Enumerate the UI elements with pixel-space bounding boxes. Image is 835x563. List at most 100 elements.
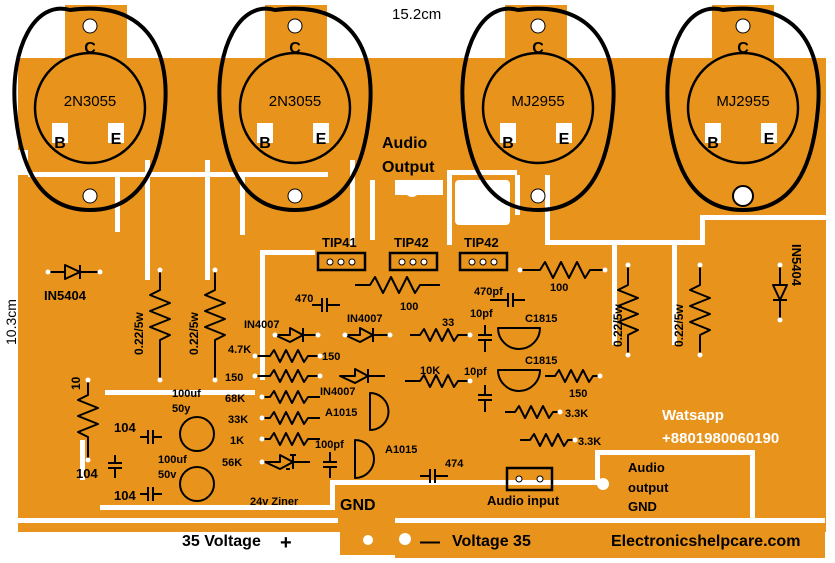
resistor-label-470: 470 bbox=[295, 293, 313, 305]
cap-label-100uf-b: 100uf bbox=[158, 454, 187, 466]
mount-hole bbox=[735, 18, 751, 34]
driver-label: TIP42 bbox=[394, 235, 429, 250]
capacitor-474 bbox=[420, 469, 448, 483]
resistor-150-a bbox=[255, 349, 320, 363]
resistor-zigzag bbox=[355, 276, 440, 294]
emitter-resistors bbox=[77, 261, 711, 460]
resistor-label-33: 33 bbox=[442, 317, 454, 329]
power-transistor-q2: C 2N3055 B E bbox=[217, 6, 373, 213]
capacitor-10pf-b bbox=[478, 385, 492, 412]
resistor-label-150b: 150 bbox=[225, 372, 243, 384]
cap-label-104a: 104 bbox=[114, 420, 136, 435]
pad-base bbox=[500, 123, 516, 143]
capacitor-470-a bbox=[312, 298, 340, 312]
cap-label-10pf-a: 10pf bbox=[470, 308, 493, 320]
small-transistors bbox=[354, 327, 541, 479]
pad-base bbox=[257, 123, 273, 143]
pad-base bbox=[52, 123, 68, 143]
emitter-label: E bbox=[316, 131, 327, 148]
collector-label: C bbox=[532, 40, 544, 57]
resistor-label-10k: 10K bbox=[420, 365, 440, 377]
resistor-label-4k7: 4.7K bbox=[228, 344, 251, 356]
cap-label-10pf-b: 10pf bbox=[464, 366, 487, 378]
pad-base bbox=[705, 123, 721, 143]
diode-zener bbox=[264, 454, 310, 470]
audio-output-label-1: Audio bbox=[382, 135, 428, 152]
driver-label: TIP42 bbox=[464, 235, 499, 250]
emitter-label: E bbox=[111, 131, 122, 148]
base-label: B bbox=[707, 135, 719, 152]
diode-in5404-right bbox=[772, 265, 788, 320]
resistor-150-c bbox=[545, 369, 600, 383]
diode-label-in4007-c: IN4007 bbox=[320, 386, 355, 398]
transistor-label-a1015-a: A1015 bbox=[325, 407, 357, 419]
power-transistor-q3: C MJ2955 B E bbox=[460, 6, 616, 213]
resistor-label-3k3a: 3.3K bbox=[565, 408, 588, 420]
resistor-zigzag bbox=[520, 261, 605, 279]
resistor-3k3-b bbox=[520, 433, 575, 447]
connectors bbox=[310, 183, 609, 545]
base-label: B bbox=[259, 135, 271, 152]
cap-label-470pf: 470pf bbox=[474, 286, 503, 298]
transistor-label-c1815-b: C1815 bbox=[525, 355, 557, 367]
diode-label-zener: 24v Ziner bbox=[250, 496, 299, 508]
capacitor-100pf bbox=[323, 452, 337, 478]
resistor-zigzag bbox=[149, 270, 171, 380]
resistor-label-100b: 100 bbox=[550, 282, 568, 294]
labels: 15.2cm 10.3cm Audio Output IN5404 IN5404… bbox=[3, 6, 804, 554]
diode-in4007-c bbox=[339, 368, 385, 384]
audio-output-label-2: Output bbox=[382, 159, 435, 176]
emitter-label: E bbox=[559, 131, 570, 148]
resistor-label-100a: 100 bbox=[400, 301, 418, 313]
bottom-strip bbox=[395, 528, 825, 558]
pad-emitter bbox=[761, 123, 777, 143]
collector-label: C bbox=[84, 40, 96, 57]
resistor-label-33k: 33K bbox=[228, 414, 248, 426]
base-label: B bbox=[502, 135, 514, 152]
audio-gnd-label-3: GND bbox=[628, 499, 657, 514]
diode-label-in4007-a: IN4007 bbox=[244, 319, 279, 331]
minus-pad bbox=[399, 533, 411, 545]
gnd-label: GND bbox=[340, 497, 376, 514]
power-transistor-q4: C MJ2955 B E bbox=[665, 6, 821, 213]
audio-input-block bbox=[505, 466, 554, 492]
transistor-label-a1015-b: A1015 bbox=[385, 444, 417, 456]
resistor-label-emitter-l2: 0.22/5w bbox=[187, 312, 201, 355]
resistor-3k3-a bbox=[505, 405, 560, 419]
diode-label-in5404-right: IN5404 bbox=[789, 244, 804, 287]
cap-label-474: 474 bbox=[445, 458, 464, 470]
cap-label-104c: 104 bbox=[114, 488, 136, 503]
mount-hole bbox=[82, 18, 98, 34]
transistor-label-c1815-a: C1815 bbox=[525, 313, 557, 325]
transistor-part: 2N3055 bbox=[269, 93, 322, 110]
cap-label-50y: 50y bbox=[172, 403, 191, 415]
emitter-label: E bbox=[764, 131, 775, 148]
height-dimension: 10.3cm bbox=[3, 299, 19, 345]
cap-label-50v: 50v bbox=[158, 469, 177, 481]
small-resistors bbox=[255, 328, 600, 447]
capacitor-104-c bbox=[140, 487, 162, 501]
diode-label-in4007-b: IN4007 bbox=[347, 313, 382, 325]
pad-emitter bbox=[313, 123, 329, 143]
resistor-label-emitter-r1: 0.22/5w bbox=[611, 304, 625, 347]
cap-label-100pf: 100pf bbox=[315, 439, 344, 451]
resistor-zigzag bbox=[689, 265, 711, 355]
diode-in5404-left bbox=[48, 264, 100, 280]
watsapp-label: Watsapp bbox=[662, 407, 724, 424]
capacitor-symbols bbox=[108, 293, 525, 501]
capacitor-10pf-a bbox=[478, 325, 492, 352]
transistor-part: MJ2955 bbox=[511, 93, 564, 110]
diode-label-in5404-left: IN5404 bbox=[44, 288, 87, 303]
resistor-label-150c: 150 bbox=[569, 388, 587, 400]
transistor-c1815-b bbox=[497, 369, 541, 392]
audio-gnd-label-1: Audio bbox=[628, 460, 665, 475]
resistor-150-b bbox=[255, 369, 320, 383]
plus-sign: + bbox=[280, 532, 292, 554]
via-pads bbox=[45, 262, 783, 465]
audio-input-label: Audio input bbox=[487, 493, 560, 508]
capacitor-104-b bbox=[108, 455, 122, 478]
transistor-c1815-a bbox=[497, 327, 541, 350]
plus-supply-label: 35 Voltage bbox=[182, 533, 261, 550]
diode-in4007-b bbox=[344, 327, 390, 343]
